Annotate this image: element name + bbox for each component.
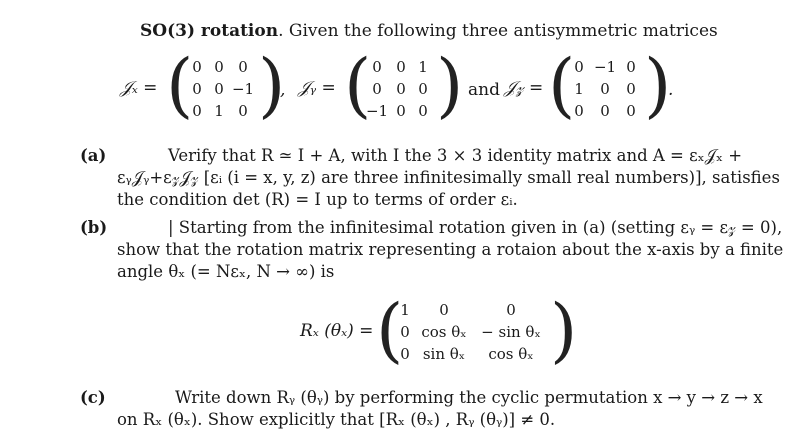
part-b-line-1: | Starting from the infinitesimal rotati…	[168, 218, 783, 237]
part-a-label: (a)	[80, 146, 107, 165]
rx-cell: cos θₓ	[421, 323, 467, 341]
part-c-label: (c)	[80, 388, 106, 407]
part-a-line-2: εᵧ𝒥ᵧ+ε𝓏𝒥𝓏 [εᵢ (i = x, y, z) are three in…	[117, 168, 780, 187]
comma-sep: ,	[280, 80, 286, 100]
jx-cell: 0	[214, 80, 224, 98]
rx-matrix-display: Rₓ (θₓ) = ( 1 0 0 0 cos θₓ − sin θₓ 0 si…	[300, 289, 577, 375]
rx-cell: 1	[400, 301, 410, 319]
jx-left-paren: (	[166, 44, 194, 126]
rx-cell: 0	[400, 323, 410, 341]
jz-left-paren: (	[548, 44, 576, 126]
title-rest: . Given the following three antisymmetri…	[278, 21, 718, 41]
jx-right-paren: )	[258, 44, 286, 126]
rx-matrix: 1 0 0 0 cos θₓ − sin θₓ 0 sin θₓ cos θₓ	[394, 299, 550, 365]
jz-label: 𝒥𝓏 =	[504, 78, 544, 98]
jx-cell: 0	[214, 58, 224, 76]
jy-cell: 0	[372, 58, 382, 76]
rx-left-paren: (	[376, 289, 404, 371]
part-b-label: (b)	[80, 218, 108, 237]
matrix-definitions: 𝒥ₓ = ( 0 0 0 0 0 −1 0 1 0 ) , 𝒥ᵧ = ( 0 0…	[120, 48, 720, 130]
jx-cell: −1	[231, 80, 255, 98]
jz-cell: 0	[600, 102, 610, 120]
rx-cell: sin θₓ	[422, 345, 466, 363]
jy-cell: 0	[418, 80, 428, 98]
part-b-line-3: angle θₓ (= Nεₓ, N → ∞) is	[117, 262, 335, 281]
jx-cell: 0	[192, 58, 202, 76]
jx-cell: 0	[192, 102, 202, 120]
rx-cell: 0	[439, 301, 449, 319]
rx-cell: cos θₓ	[488, 345, 534, 363]
jz-matrix: 0 −1 0 1 0 0 0 0 0	[568, 56, 642, 122]
title-bold: SO(3) rotation	[140, 21, 279, 41]
jx-cell: 1	[214, 102, 224, 120]
part-c-line-1: Write down Rᵧ (θᵧ) by performing the cyc…	[175, 388, 763, 407]
jz-cell: 0	[574, 102, 584, 120]
jy-left-paren: (	[344, 44, 372, 126]
jy-cell: 0	[396, 58, 406, 76]
jz-cell: 1	[574, 80, 584, 98]
jx-matrix: 0 0 0 0 0 −1 0 1 0	[186, 56, 256, 122]
rx-right-paren: )	[550, 289, 578, 371]
part-a-line-3: the condition det (R) = I up to terms of…	[117, 190, 518, 209]
jy-label: 𝒥ᵧ =	[298, 78, 336, 98]
jz-right-paren: )	[644, 44, 672, 126]
end-period: .	[668, 80, 674, 100]
jy-cell: 0	[418, 102, 428, 120]
rx-cell: 0	[506, 301, 516, 319]
problem-title: SO(3) rotation. Given the following thre…	[140, 20, 718, 42]
part-b-line-2: show that the rotation matrix representi…	[117, 240, 784, 259]
jz-cell: −1	[593, 58, 617, 76]
jx-cell: 0	[238, 102, 248, 120]
jy-cell: −1	[365, 102, 389, 120]
jz-cell: 0	[600, 80, 610, 98]
and-word: and	[468, 80, 500, 100]
jy-matrix: 0 0 1 0 0 0 −1 0 0	[364, 56, 434, 122]
part-a-line-1: Verify that R ≃ I + A, with I the 3 × 3 …	[168, 146, 743, 165]
jx-label: 𝒥ₓ =	[120, 78, 158, 98]
jz-cell: 0	[574, 58, 584, 76]
jy-cell: 0	[372, 80, 382, 98]
jz-cell: 0	[626, 80, 636, 98]
jy-cell: 0	[396, 102, 406, 120]
jy-cell: 0	[396, 80, 406, 98]
part-c-line-2: on Rₓ (θₓ). Show explicitly that [Rₓ (θₓ…	[117, 410, 556, 429]
rx-cell: − sin θₓ	[481, 323, 541, 341]
jz-cell: 0	[626, 58, 636, 76]
jy-right-paren: )	[436, 44, 464, 126]
rx-cell: 0	[400, 345, 410, 363]
jx-cell: 0	[238, 58, 248, 76]
rx-label: Rₓ (θₓ) =	[300, 321, 374, 341]
jx-cell: 0	[192, 80, 202, 98]
jy-cell: 1	[418, 58, 428, 76]
jz-cell: 0	[626, 102, 636, 120]
